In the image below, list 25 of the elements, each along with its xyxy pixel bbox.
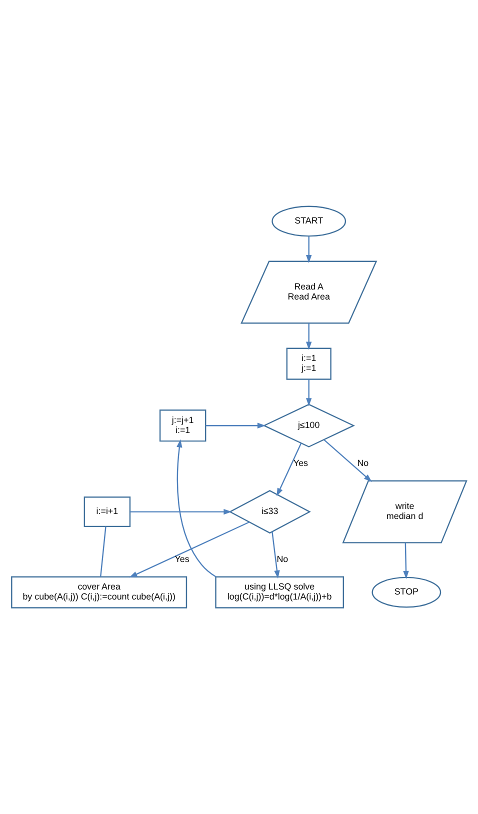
node-box: i:=1 j:=1	[286, 348, 332, 380]
node-diamond: i≤33	[228, 490, 311, 534]
edge-label: No	[357, 458, 369, 468]
arrow	[306, 380, 312, 406]
node-box: cover Area by cube(A(i,j)) C(i,j):=count cube(A(i,j))	[11, 576, 188, 608]
node-ellipse: STOP	[372, 576, 442, 608]
edge-label: Yes	[293, 458, 308, 468]
edge-label: Yes	[174, 554, 190, 564]
node-box: i:=i+1	[84, 496, 131, 528]
node-box: j:=j+1 i:=1	[159, 410, 206, 442]
edge-label: No	[276, 554, 288, 564]
node-box: using LLSQ solve log(C(i,j))=d*log(1/A(i,j))+b	[215, 576, 344, 608]
connector	[100, 526, 106, 577]
arrow	[324, 439, 372, 482]
arrow	[176, 439, 216, 578]
arrow	[306, 323, 312, 350]
arrow	[403, 542, 409, 580]
arrow	[272, 532, 280, 579]
node-ellipse: START	[272, 206, 346, 237]
arrow	[206, 422, 266, 428]
arrow	[306, 236, 312, 264]
node-diamond: j≤100	[262, 404, 355, 448]
arrow	[130, 508, 232, 515]
arrow	[276, 442, 302, 496]
arrow	[129, 522, 250, 578]
